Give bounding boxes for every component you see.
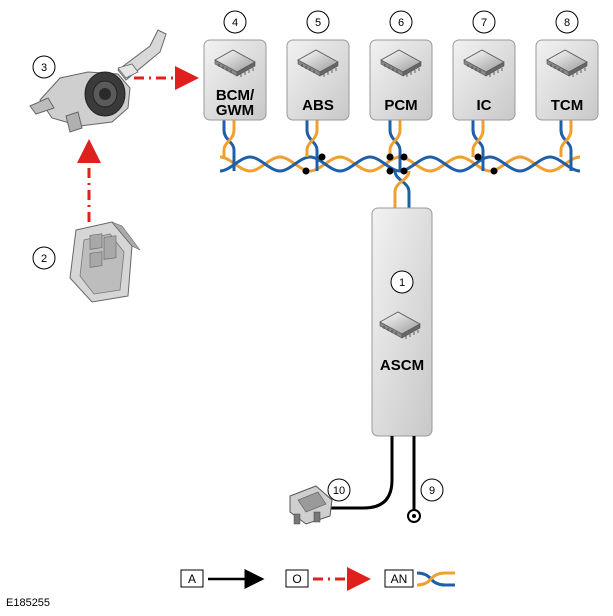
module-label: TCM xyxy=(551,97,584,114)
legend-code-a: A xyxy=(188,572,196,586)
ground-callout-number: 9 xyxy=(429,485,435,497)
ascm-callout-number: 1 xyxy=(399,277,405,289)
switchpack-assembly: 2 xyxy=(32,221,141,303)
module-callout-number: 4 xyxy=(232,17,238,29)
module-callout-number: 5 xyxy=(315,17,321,29)
can-bus-twisted-pair xyxy=(219,120,581,208)
switchpack-callout-number: 2 xyxy=(41,253,47,265)
module-label: GWM xyxy=(216,102,254,119)
clockspring-assembly: 3 xyxy=(29,29,167,133)
legend-code-o: O xyxy=(292,572,301,586)
ascm-label: ASCM xyxy=(380,357,424,374)
module-callout-number: 8 xyxy=(564,17,570,29)
legend: A O AN xyxy=(180,567,455,591)
figure-id: E185255 xyxy=(6,597,50,609)
fuse-icon xyxy=(289,485,333,525)
module-label: BCM/ xyxy=(216,87,255,104)
clockspring-icon xyxy=(29,29,167,133)
ascm-module: 1 ASCM xyxy=(371,207,433,437)
switchpack-icon xyxy=(69,221,141,303)
clockspring-callout-number: 3 xyxy=(41,62,47,74)
module-callout-number: 7 xyxy=(481,17,487,29)
module-label: IC xyxy=(477,97,492,114)
fuse-callout-number: 10 xyxy=(333,485,345,497)
module-label: ABS xyxy=(302,97,334,114)
red-signal-lines xyxy=(77,66,199,222)
module-label: PCM xyxy=(384,97,417,114)
legend-code-an: AN xyxy=(391,572,408,586)
power-ground-wiring: 10 9 xyxy=(289,436,444,525)
module-ic: 7IC xyxy=(452,10,516,121)
module-callout-number: 6 xyxy=(398,17,404,29)
